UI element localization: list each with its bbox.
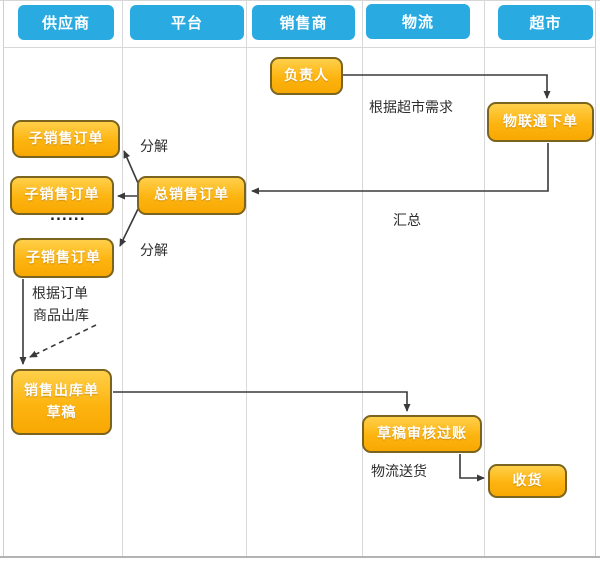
ellipsis-more-sub-orders: ...... bbox=[50, 209, 86, 224]
label-decompose-1: 分解 bbox=[140, 139, 168, 155]
label-summarize: 汇总 bbox=[393, 213, 421, 229]
lane-separator-3 bbox=[362, 0, 363, 557]
node-outbound-draft: 销售出库单 草稿 bbox=[11, 369, 112, 435]
node-receive-goods-label: 收货 bbox=[512, 472, 543, 489]
node-sub-order-2: 子销售订单 bbox=[10, 176, 114, 215]
node-sub-order-1: 子销售订单 bbox=[12, 120, 120, 158]
lane-separator-1 bbox=[122, 0, 123, 557]
node-sub-order-1-label: 子销售订单 bbox=[28, 130, 104, 147]
lane-header-rule bbox=[3, 47, 596, 48]
lane-header-logistics: 物流 bbox=[366, 4, 470, 39]
lane-separator-2 bbox=[246, 0, 247, 557]
node-outbound-draft-line2: 草稿 bbox=[46, 405, 77, 421]
node-outbound-draft-line1: 销售出库单 bbox=[24, 382, 99, 399]
label-goods-outbound: 商品出库 bbox=[33, 308, 89, 324]
grid-frame bbox=[3, 0, 596, 557]
grid-bottom-line bbox=[0, 556, 600, 558]
node-total-order: 总销售订单 bbox=[137, 176, 246, 215]
label-decompose-2: 分解 bbox=[140, 243, 168, 259]
label-per-market-demand: 根据超市需求 bbox=[369, 100, 453, 116]
node-owner-label: 负责人 bbox=[284, 67, 329, 84]
node-draft-review-post-label: 草稿审核过账 bbox=[377, 425, 467, 442]
node-owner: 负责人 bbox=[270, 57, 343, 95]
lane-header-platform: 平台 bbox=[130, 5, 244, 40]
node-draft-review-post: 草稿审核过账 bbox=[362, 415, 482, 453]
node-sub-order-2-label: 子销售订单 bbox=[24, 187, 100, 204]
lane-separator-4 bbox=[484, 0, 485, 557]
label-per-order: 根据订单 bbox=[32, 286, 88, 302]
lane-header-seller: 销售商 bbox=[252, 5, 355, 40]
node-sub-order-3-label: 子销售订单 bbox=[26, 249, 101, 266]
node-sub-order-3: 子销售订单 bbox=[13, 238, 114, 278]
node-iot-order: 物联通下单 bbox=[487, 102, 594, 142]
lane-header-supermarket: 超市 bbox=[498, 5, 593, 40]
node-iot-order-label: 物联通下单 bbox=[503, 113, 578, 130]
node-receive-goods: 收货 bbox=[488, 464, 567, 498]
lane-header-supplier: 供应商 bbox=[18, 5, 114, 40]
node-total-order-label: 总销售订单 bbox=[154, 187, 229, 204]
label-logistics-delivery: 物流送货 bbox=[371, 464, 427, 480]
grid-top-line bbox=[0, 0, 600, 1]
